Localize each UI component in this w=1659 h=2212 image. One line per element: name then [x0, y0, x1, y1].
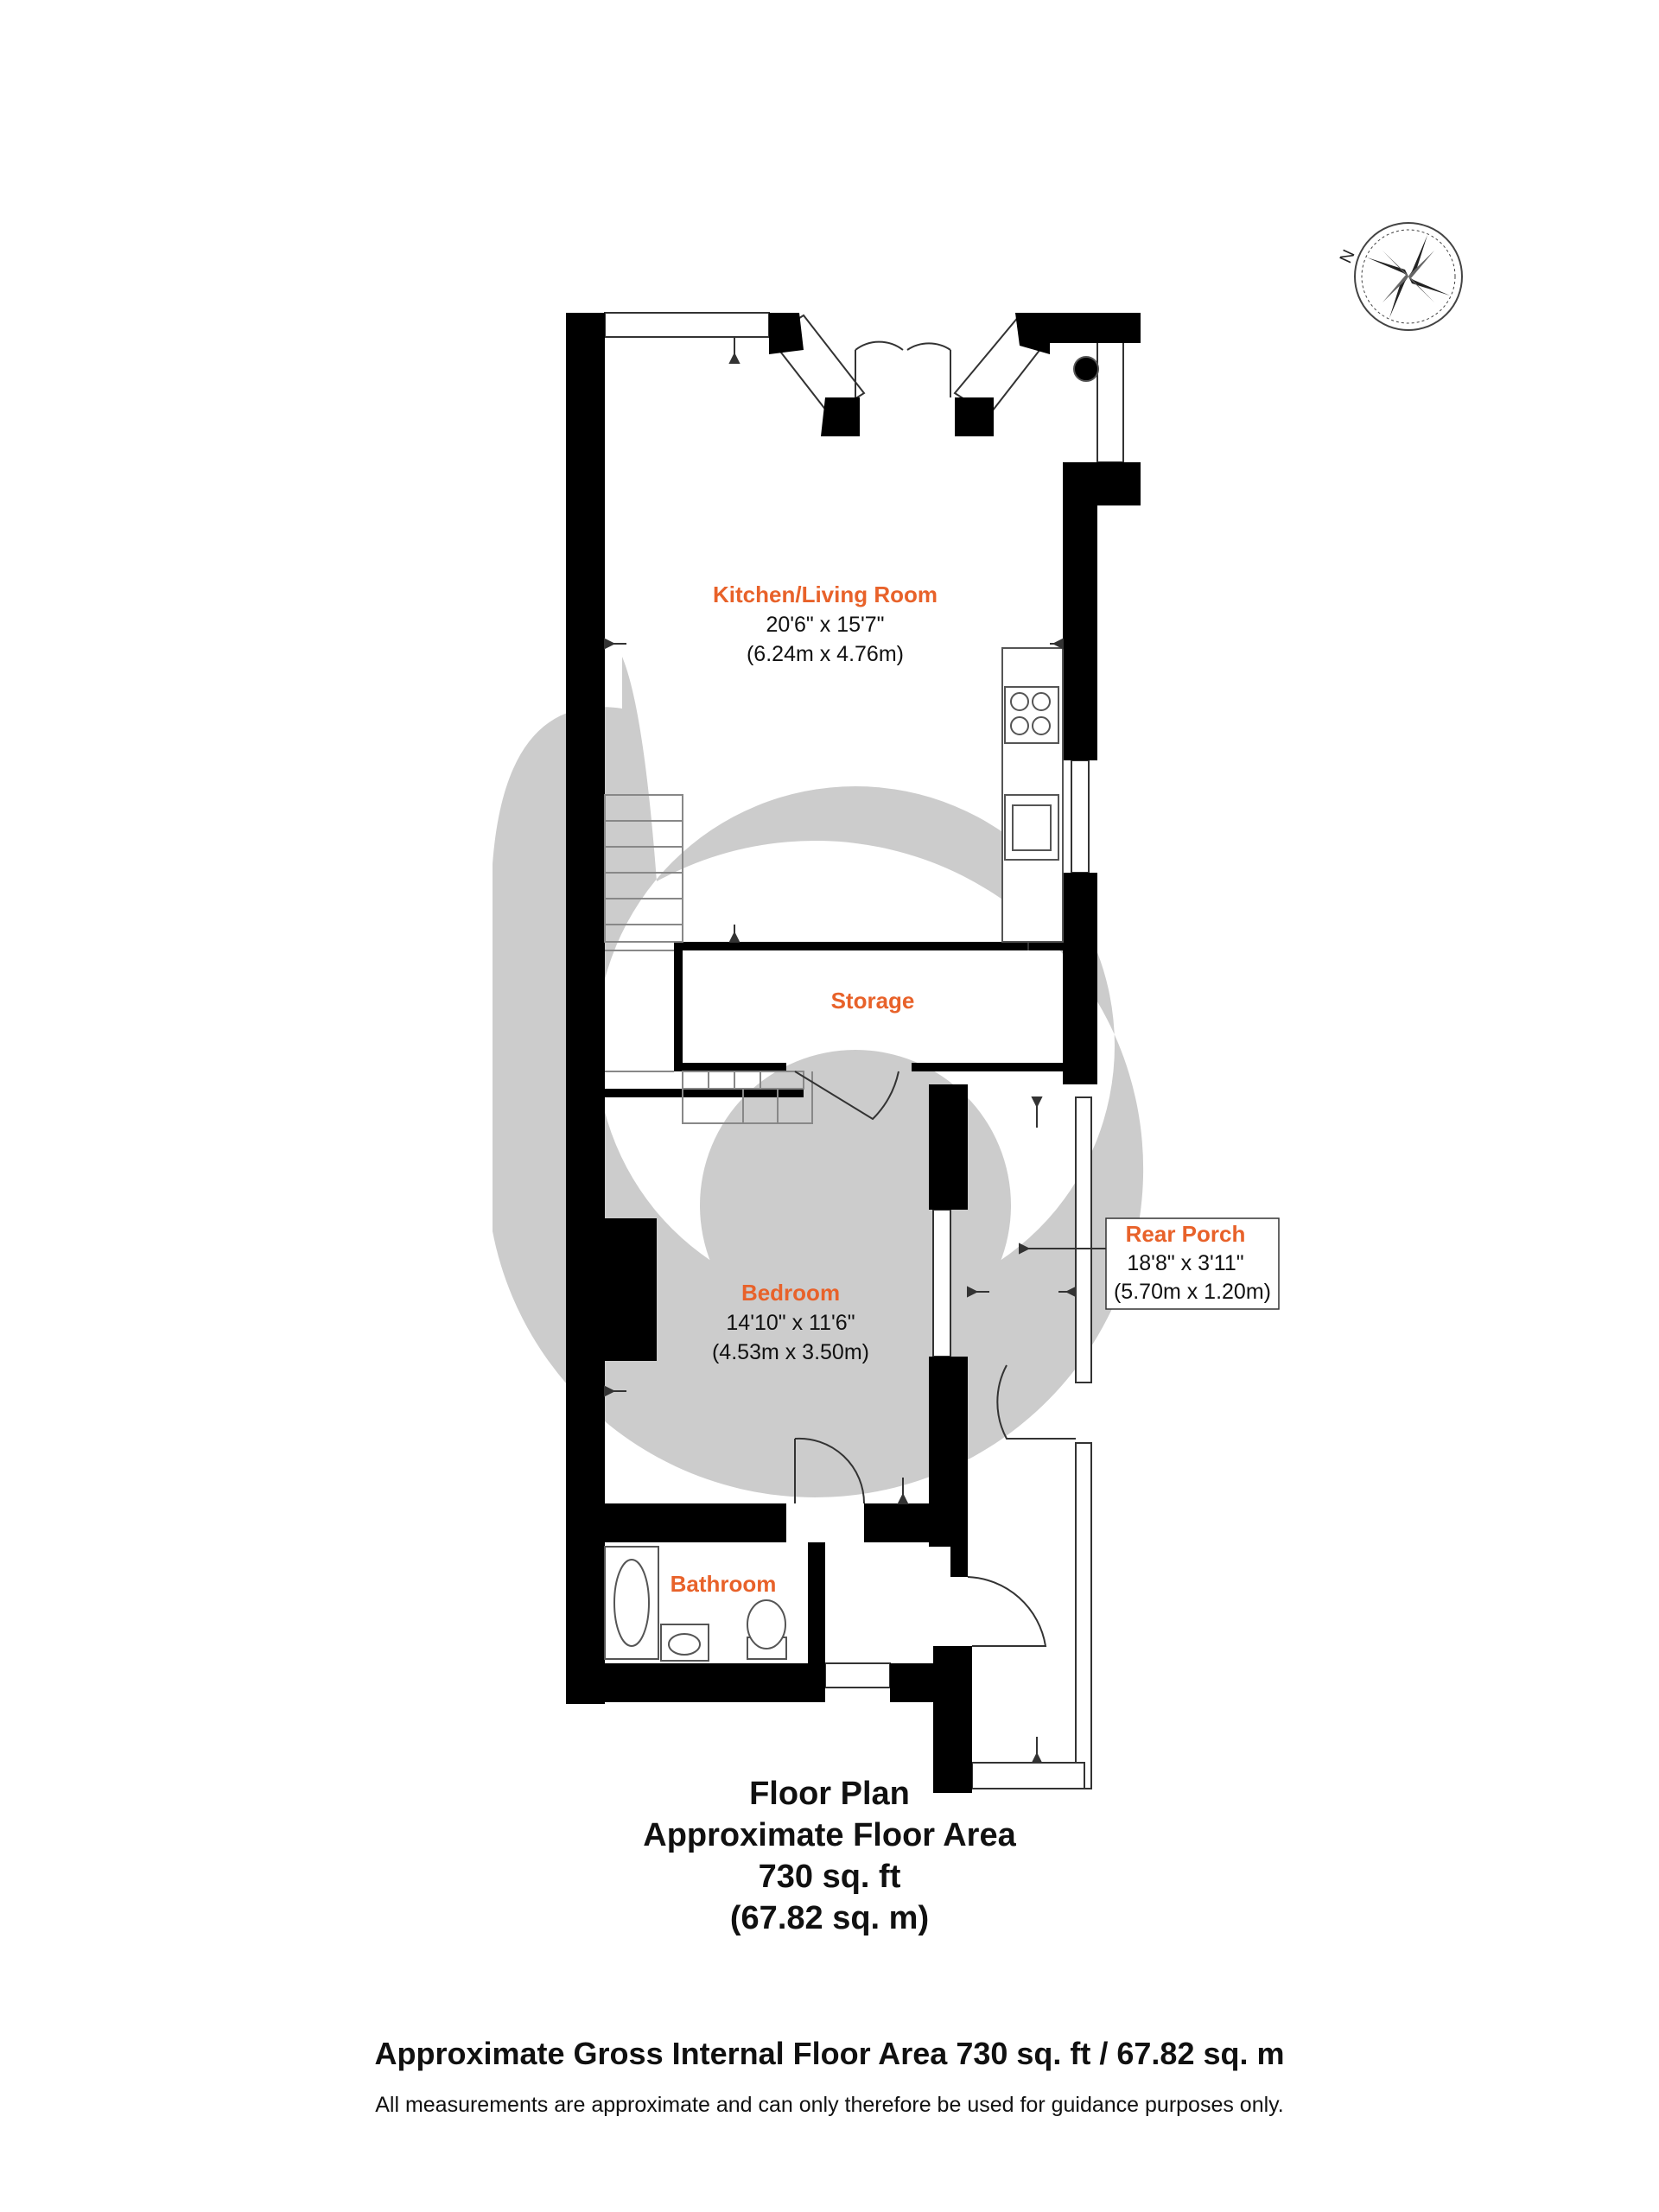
compass-north-label: N — [1337, 247, 1359, 266]
bedroom-dim-imperial: 14'10" x 11'6" — [726, 1311, 855, 1335]
bathroom-fittings — [604, 1546, 787, 1662]
rear-porch-label-box — [1105, 1217, 1280, 1310]
bedroom-label: Bedroom — [741, 1280, 840, 1306]
storage-label: Storage — [831, 988, 915, 1014]
room-labels: Kitchen/Living Room 20'6" x 15'7" (6.24m… — [671, 582, 1271, 1597]
gross-area-text: Approximate Gross Internal Floor Area 73… — [374, 2036, 1285, 2071]
caption-title: Floor Plan — [749, 1776, 910, 1812]
bathroom-label: Bathroom — [671, 1571, 777, 1597]
rear-porch-dim-metric: (5.70m x 1.20m) — [1114, 1280, 1271, 1304]
compass-rose-icon: N — [1337, 222, 1463, 331]
disclaimer-text: All measurements are approximate and can… — [375, 2093, 1284, 2117]
caption-area-sqft: 730 sq. ft — [758, 1859, 901, 1895]
pipe-icon — [1073, 356, 1099, 382]
rear-porch-label: Rear Porch — [1126, 1221, 1246, 1247]
caption-area-sqm: (67.82 sq. m) — [729, 1900, 930, 1936]
bedroom-dim-metric: (4.53m x 3.50m) — [712, 1340, 869, 1364]
bay-window — [767, 313, 1052, 436]
kitchen-units — [1001, 356, 1099, 943]
staircase — [604, 794, 813, 1124]
doors — [794, 340, 1076, 1647]
measurement-arrows — [604, 337, 1115, 1764]
caption-area-label: Approximate Floor Area — [643, 1817, 1016, 1853]
kitchen-dim-imperial: 20'6" x 15'7" — [766, 613, 884, 637]
rear-porch-dim-imperial: 18'8" x 3'11" — [1127, 1251, 1243, 1275]
kitchen-dim-metric: (6.24m x 4.76m) — [747, 642, 904, 666]
walls — [566, 313, 1141, 1793]
kitchen-label: Kitchen/Living Room — [713, 582, 938, 607]
